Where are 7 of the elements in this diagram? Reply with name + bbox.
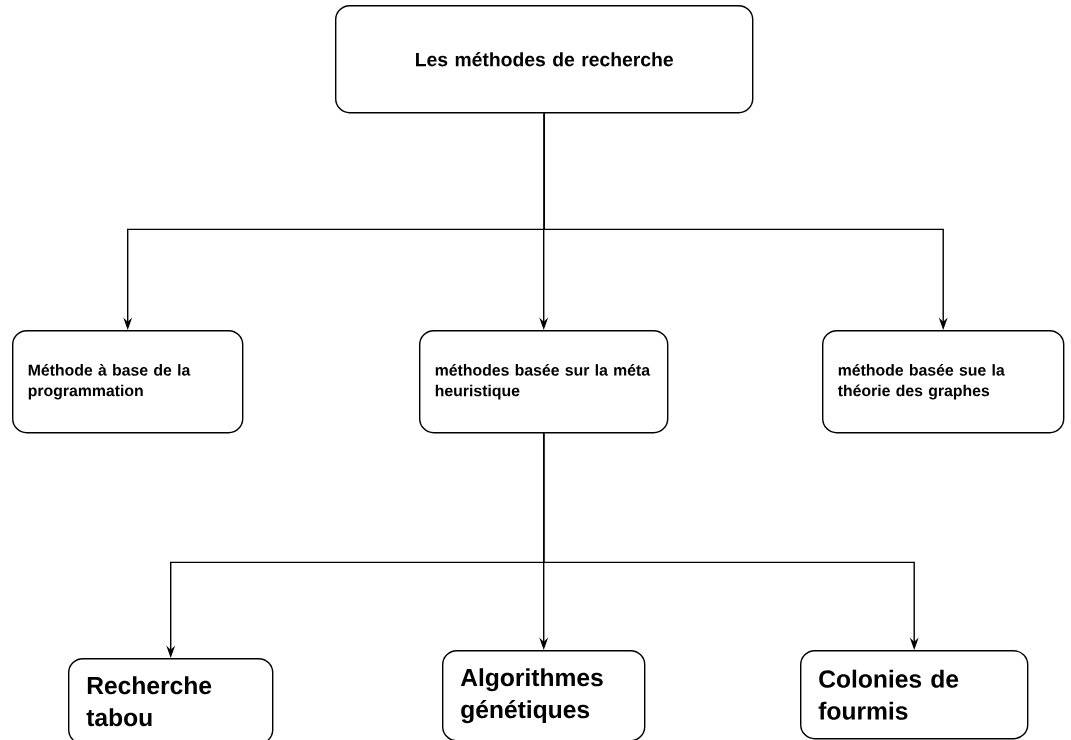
method-box: Méthode à base de la programmation: [12, 330, 244, 434]
method-box: méthodes basée sur la méta heuristique: [419, 330, 669, 434]
method-box: méthode basée sue la théorie des graphes: [822, 330, 1065, 434]
method-box: Recherche tabou: [68, 658, 274, 740]
method-box: Les méthodes de recherche: [335, 5, 754, 114]
method-box: Algorithmes génétiques: [442, 650, 646, 740]
method-box: Colonies de fourmis: [800, 650, 1029, 740]
